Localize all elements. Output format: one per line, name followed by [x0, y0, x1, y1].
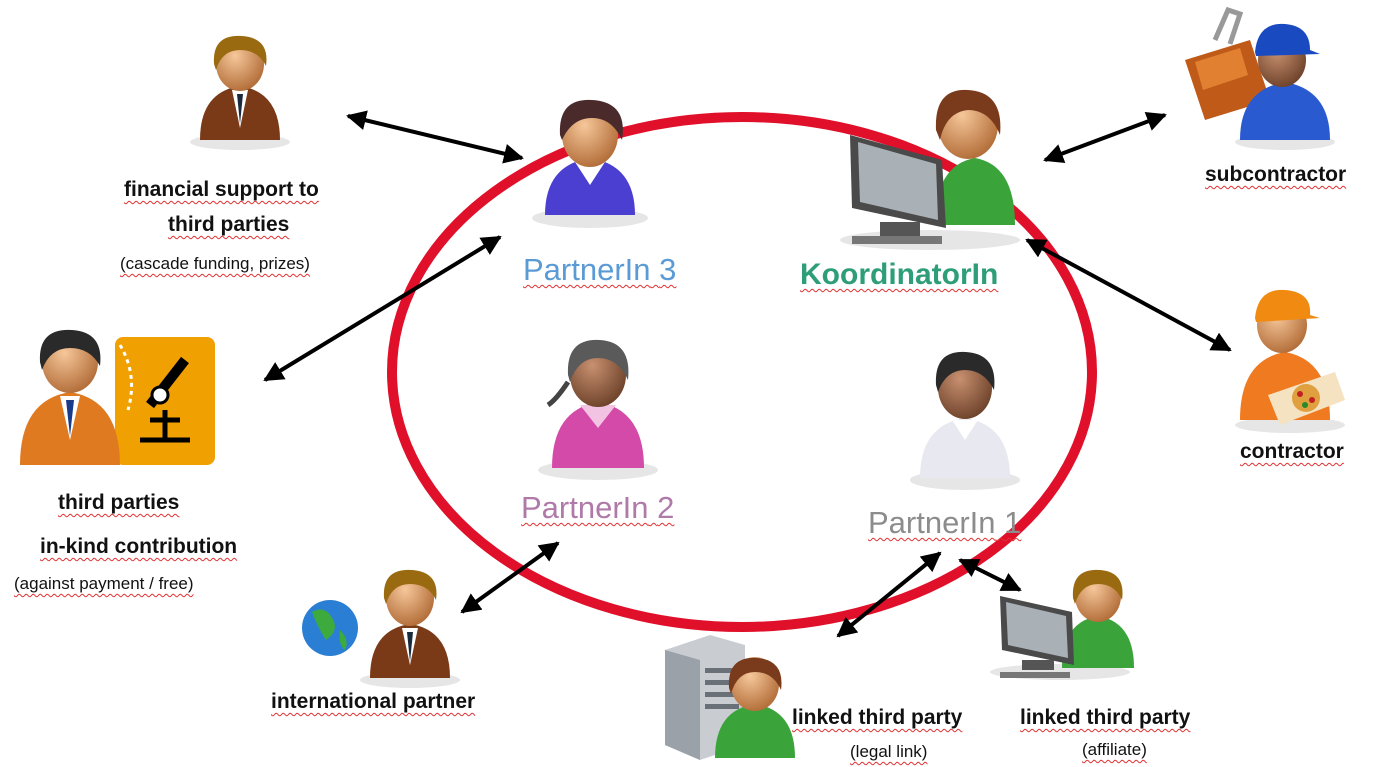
third-parties-line2: in-kind contribution [40, 535, 238, 558]
third-parties-line1: third parties [58, 491, 180, 514]
partner1-label: PartnerIn 1 [868, 505, 1021, 541]
financial-support-line2: third parties [168, 213, 290, 236]
subcontractor-label: subcontractor [1205, 163, 1347, 186]
arrow-linked-affiliate [958, 558, 1022, 592]
partner3-person-icon [532, 99, 648, 228]
arrow-linked-legal [836, 551, 942, 638]
third-parties-inkind-icon [20, 329, 215, 465]
arrow-subcontractor [1043, 111, 1167, 164]
partner1-name: PartnerIn [868, 505, 996, 540]
partner2-label: PartnerIn 2 [521, 490, 674, 526]
arrow-contractor [1025, 238, 1232, 352]
international-partner-icon [302, 569, 460, 688]
financial-support-note: (cascade funding, prizes) [120, 254, 310, 273]
subcontractor-icon [1185, 6, 1335, 150]
partner2-number: 2 [657, 490, 675, 525]
coordinator-label: KoordinatorIn [800, 258, 999, 291]
linked-affiliate-note: (affiliate) [1082, 740, 1147, 759]
linked-legal-note: (legal link) [850, 742, 928, 761]
linked-legal-icon [665, 635, 795, 760]
financial-support-person-icon [190, 35, 290, 150]
arrow-financial-support [346, 110, 524, 164]
coordinator-person-icon [840, 89, 1020, 250]
third-parties-note: (against payment / free) [14, 574, 194, 593]
partner1-number: 1 [1004, 505, 1022, 540]
partner3-number: 3 [659, 252, 677, 287]
partner3-label: PartnerIn 3 [523, 252, 676, 288]
partner1-person-icon [910, 351, 1020, 490]
international-partner-label: international partner [271, 690, 476, 713]
linked-legal-label: linked third party [792, 706, 963, 729]
partner2-name: PartnerIn [521, 490, 649, 525]
contractor-icon [1235, 289, 1345, 433]
linked-affiliate-icon [990, 569, 1134, 680]
arrow-third-parties-inkind [263, 235, 502, 382]
linked-affiliate-label: linked third party [1020, 706, 1191, 729]
partner2-person-icon [538, 339, 658, 480]
financial-support-line1: financial support to [124, 178, 319, 201]
partner3-name: PartnerIn [523, 252, 651, 287]
contractor-label: contractor [1240, 440, 1344, 463]
arrow-international-partner [460, 541, 560, 614]
